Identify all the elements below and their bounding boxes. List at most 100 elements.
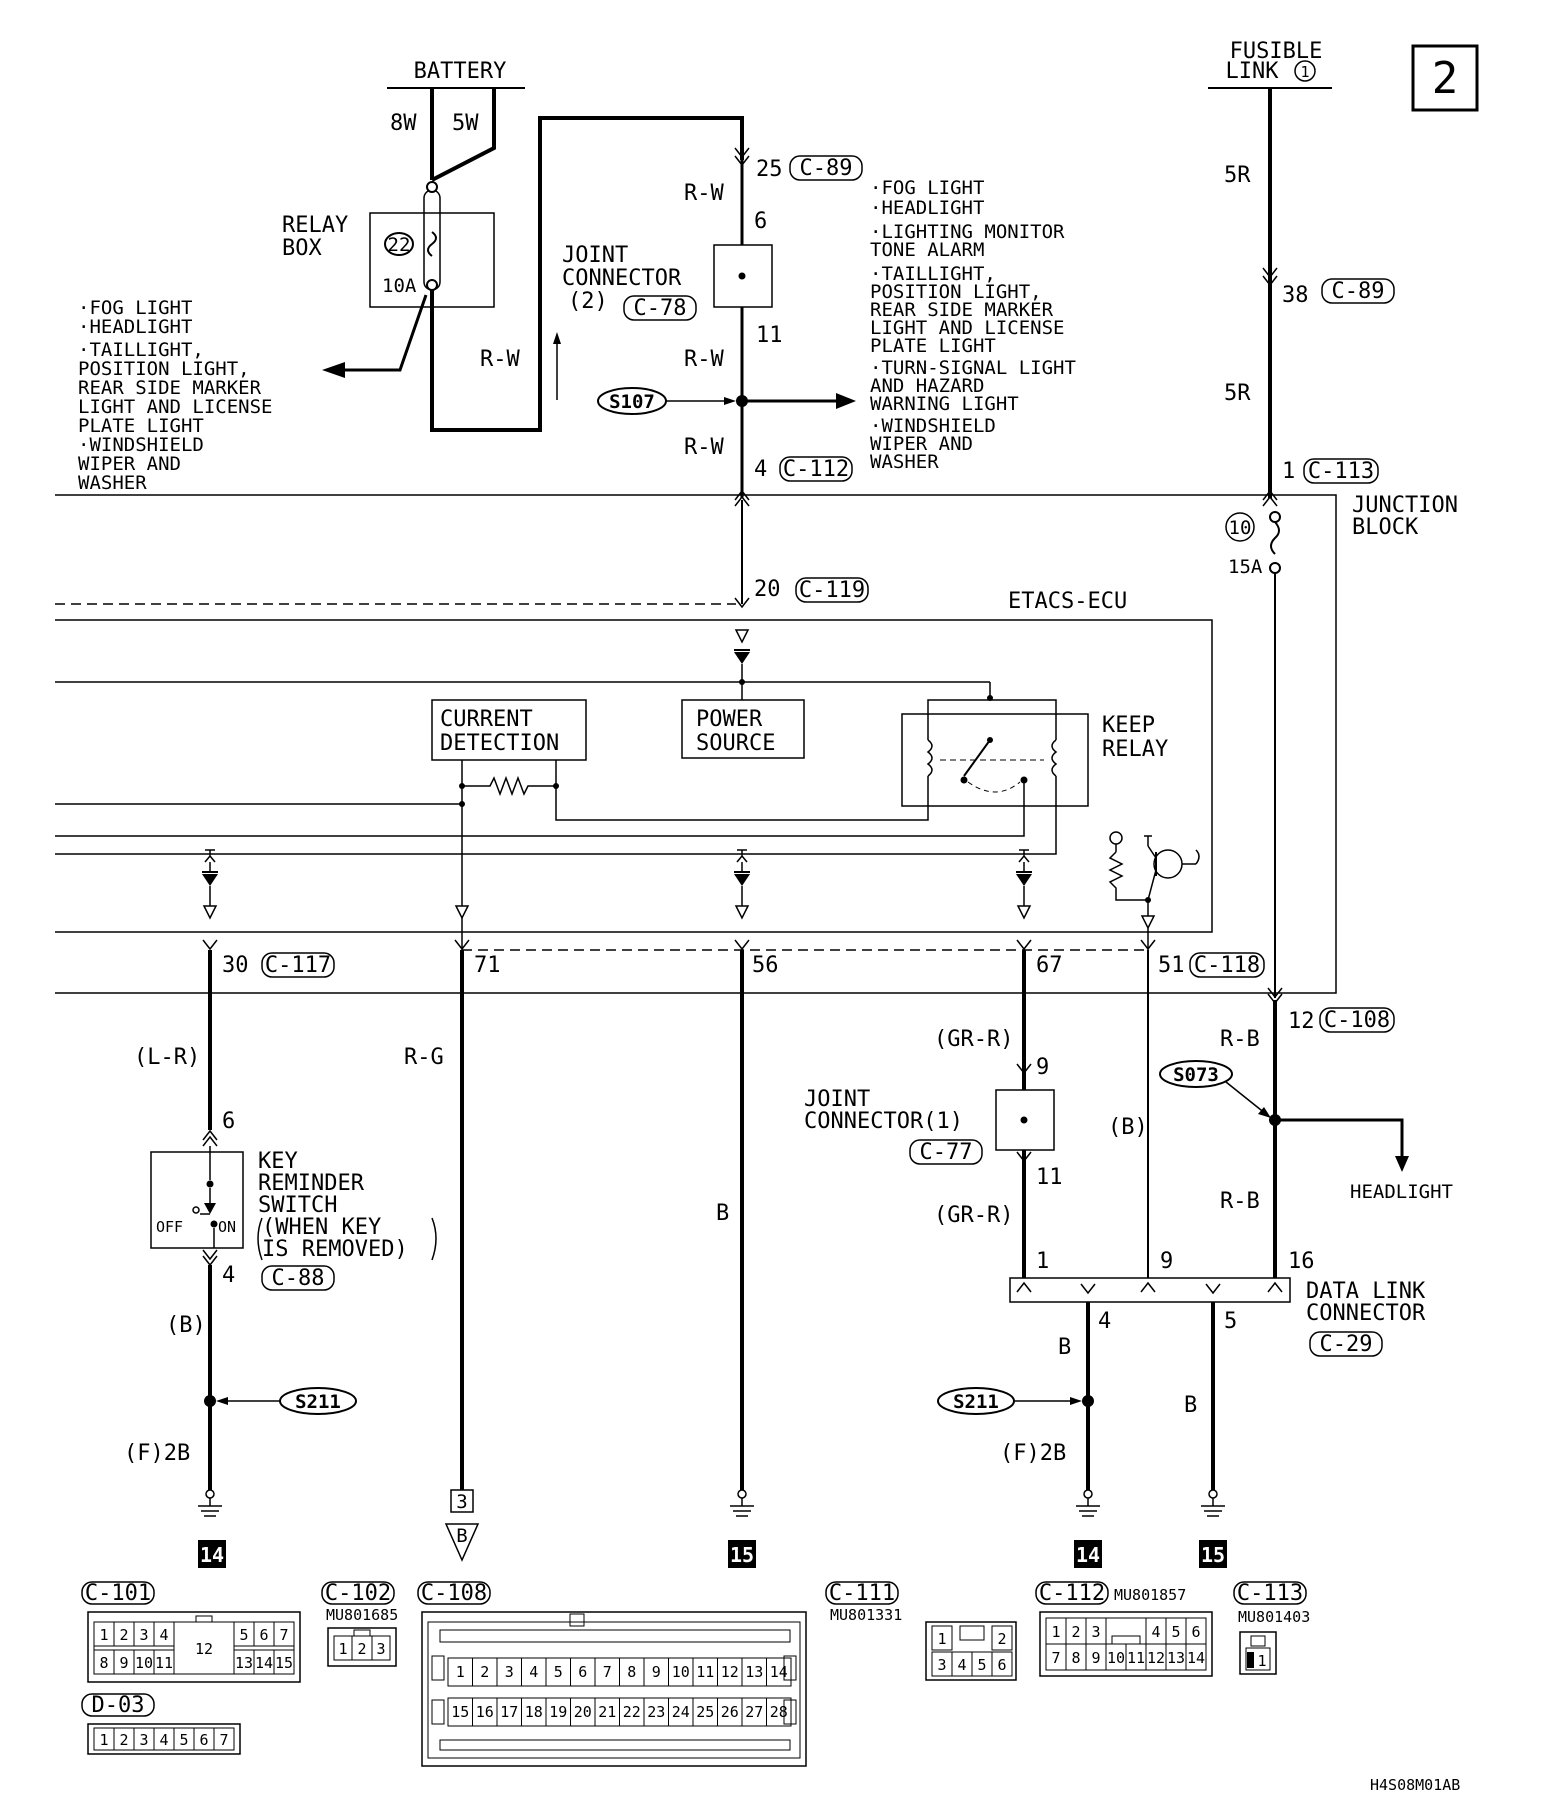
dlc-pin-5: 5 [1224,1309,1237,1334]
ground-15-mid-box [728,1540,756,1568]
svg-text:9: 9 [119,1654,128,1672]
pin-1-label: 1 [1282,459,1295,484]
resistor [462,775,556,797]
pin-20-label: 20 [754,577,781,602]
c112-part-number: MU801857 [1114,1586,1186,1604]
svg-text:LIGHT AND LICENSE: LIGHT AND LICENSE [78,396,272,418]
c89-badge [789,155,863,181]
svg-text:6: 6 [199,1731,208,1749]
c89-b-pin-mark [1262,267,1278,287]
connector-ref-3-label: 3 [456,1491,467,1513]
c112-badge [1035,1581,1109,1605]
c117-label: C-117 [265,953,331,978]
dlc-pin-16: 16 [1288,1249,1315,1274]
c108-pin: 25 [696,1703,714,1721]
ground-15-mid: 15 [730,1543,754,1567]
headlight-label: HEADLIGHT [1350,1181,1453,1203]
fusible-link-label-2: LINK [1226,59,1280,84]
c108-pin: 15 [451,1703,469,1721]
svg-text:2: 2 [997,1630,1006,1648]
page-number: 2 [1432,53,1459,104]
svg-text:·TAILLIGHT,: ·TAILLIGHT, [78,339,204,361]
right-loads-arrow [836,393,856,409]
svg-text:1: 1 [937,1630,946,1648]
svg-text:·HEADLIGHT: ·HEADLIGHT [870,197,984,219]
svg-text:·WINDSHIELD: ·WINDSHIELD [78,434,204,456]
wire-b-dlc5-label: B [1184,1393,1197,1418]
c108-label: C-108 [421,1581,487,1606]
c108-pin: 18 [525,1703,543,1721]
svg-text:15: 15 [275,1654,293,1672]
svg-text:1: 1 [1051,1623,1060,1641]
jc1-pin-9: 9 [1036,1055,1049,1080]
wire-rb-2-label: R-B [1220,1189,1260,1214]
ref-triangle-b [444,1523,480,1562]
svg-text:4: 4 [159,1731,168,1749]
c111-face [925,1621,1017,1681]
svg-text:7: 7 [219,1731,228,1749]
jc1-label-1: JOINT [804,1087,870,1112]
c108-pin: 10 [672,1663,690,1681]
c108-pin: 9 [652,1663,661,1681]
c108-face [421,1611,807,1767]
connector-ref-3 [450,1489,474,1513]
wire-rw-relay-to-c89 [430,116,744,432]
svg-text:·TURN-SIGNAL LIGHT: ·TURN-SIGNAL LIGHT [870,357,1076,379]
svg-text:5: 5 [239,1626,248,1644]
c101-pins: 1 2 3 4 12 5 6 7 8 9 10 11 13 14 15 [99,1626,293,1672]
c108-pin: 13 [745,1663,763,1681]
current-detection-label-1: CURRENT [440,707,533,732]
svg-text:POSITION LIGHT,: POSITION LIGHT, [78,358,250,380]
power-source-box [681,699,805,759]
c108-pin: 12 [721,1663,739,1681]
relay-box-label-2: BOX [282,236,322,261]
svg-text:WIPER AND: WIPER AND [78,453,181,475]
fusible-link-number: 1 [1300,63,1309,81]
c77-badge [909,1139,983,1165]
c102-label: C-102 [325,1581,391,1606]
c102-pins: 1 2 3 [338,1640,385,1658]
c112-top-badge [779,456,853,482]
svg-text:·FOG LIGHT: ·FOG LIGHT [78,297,192,319]
s211-left-badge [279,1387,357,1415]
d03-face [87,1723,241,1755]
svg-text:3: 3 [937,1656,946,1674]
switch-off-label: OFF [156,1218,183,1236]
power-source-label-2: SOURCE [696,731,775,756]
pin-30-label: 30 [222,953,249,978]
c101-label: C-101 [85,1581,151,1606]
c108-pin-cell [766,1697,792,1727]
fuse-22-element [427,231,437,257]
svg-text:·TAILLIGHT,: ·TAILLIGHT, [870,263,996,285]
fuse-22-badge [384,232,414,256]
c89-label: C-89 [800,156,853,181]
keep-relay-label-1: KEEP [1102,713,1155,738]
ground-14-right-box [1074,1540,1102,1568]
pullup-resistor [1108,851,1148,901]
key-reminder-switch [150,1151,244,1249]
svg-text:REAR SIDE MARKER: REAR SIDE MARKER [78,377,262,399]
fusible-link-badge [1294,60,1316,82]
fuse-10-badge [1225,512,1255,542]
svg-text:10: 10 [1107,1649,1125,1667]
wire-to-headlight [1275,1118,1404,1160]
c88-label: C-88 [272,1266,325,1291]
d03-pins: 1 2 3 4 5 6 7 [99,1731,228,1749]
ground-symbol-right-15 [1201,1489,1225,1517]
svg-text:11: 11 [155,1654,173,1672]
svg-text:2: 2 [1071,1623,1080,1641]
wire-b-left-label: (B) [166,1313,206,1338]
splice-s211-right [1082,1395,1094,1407]
c89-pin-mark [734,147,750,167]
svg-text:REAR SIDE MARKER: REAR SIDE MARKER [870,299,1054,321]
c89-b-label: C-89 [1332,279,1385,304]
dlc-label-1: DATA LINK [1306,1279,1426,1304]
svg-text:·WINDSHIELD: ·WINDSHIELD [870,415,996,437]
svg-text:WASHER: WASHER [78,472,147,494]
f2b-right-label: (F)2B [1000,1441,1066,1466]
f2b-left-label: (F)2B [124,1441,190,1466]
jc1-pin-11: 11 [1036,1165,1063,1190]
wire-rg-label: R-G [404,1045,444,1070]
